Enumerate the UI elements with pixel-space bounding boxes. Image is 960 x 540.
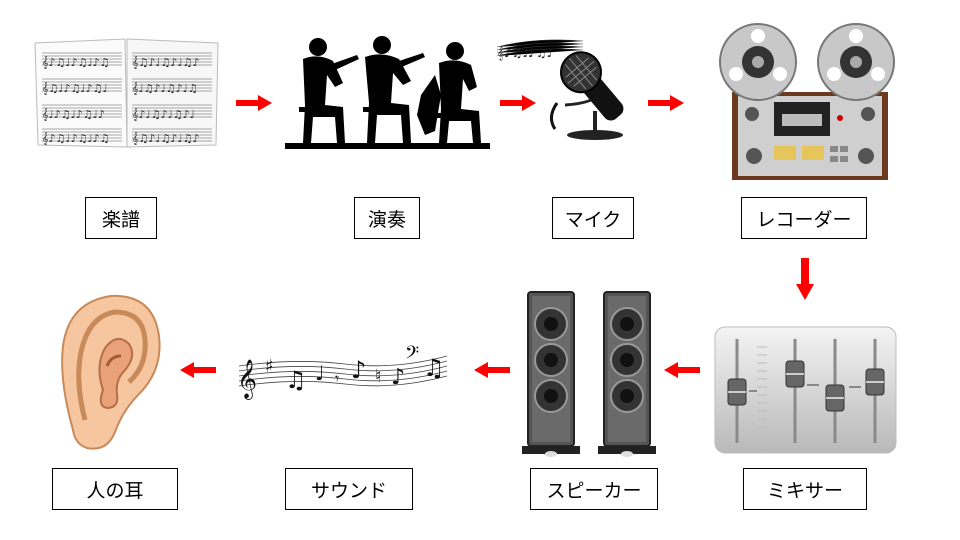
arrow-sound-to-ear	[180, 362, 216, 378]
svg-text:♯: ♯	[265, 356, 274, 377]
microphone-icon: 𝄞♪♫♩♪♫♩	[496, 39, 624, 140]
arrow-mixer-to-speaker	[664, 362, 700, 378]
svg-text:♫: ♫	[285, 366, 307, 394]
music-notes-icon: 𝄞 ♯ ♫ ♩ 𝄾 ♪ ♮ ♪ 𝄢 ♫	[237, 343, 448, 400]
svg-text:♫: ♫	[423, 354, 445, 382]
reel-to-reel-recorder-icon	[719, 23, 895, 180]
label-ear: 人の耳	[52, 468, 178, 510]
label-score: 楽譜	[85, 197, 157, 239]
mixer-faders-icon	[714, 326, 897, 454]
svg-text:𝄞♫♩♪♫♩♪♫♩: 𝄞♫♩♪♫♩♪♫♩	[42, 82, 108, 95]
svg-text:𝄞♪♩♫♪♩♫♪♩: 𝄞♪♩♫♪♩♫♪♩	[132, 108, 195, 121]
arrow-mic-to-recorder	[648, 95, 684, 111]
svg-text:𝄞♪♫♩♪♫♩♪♫: 𝄞♪♫♩♪♫♩♪♫	[42, 132, 110, 145]
svg-text:𝄞♫♪♩♫♪♩♫♪: 𝄞♫♪♩♫♪♩♫♪	[132, 56, 200, 69]
label-mic: マイク	[552, 197, 634, 239]
label-recorder: レコーダー	[741, 197, 867, 239]
svg-text:♮: ♮	[375, 366, 381, 387]
svg-text:♪: ♪	[351, 356, 366, 384]
svg-text:𝄢: 𝄢	[405, 343, 419, 368]
sheet-music-icon: 𝄞♪♫♩♪♫♩♪♫ 𝄞♫♩♪♫♩♪♫♩ 𝄞♩♪♫♩♪♫♩♪ 𝄞♪♫♩♪♫♩♪♫ 𝄞♫…	[34, 38, 219, 148]
label-sound: サウンド	[285, 468, 413, 510]
svg-text:♩: ♩	[315, 361, 324, 385]
label-performance: 演奏	[354, 197, 420, 239]
svg-text:𝄞: 𝄞	[237, 359, 257, 400]
svg-text:𝄞♪♫♩♪♫♩: 𝄞♪♫♩♪♫♩	[497, 46, 552, 60]
arrow-score-to-performance	[236, 95, 272, 111]
svg-text:𝄞♪♫♩♪♫♩♪♫: 𝄞♪♫♩♪♫♩♪♫	[42, 56, 110, 69]
string-trio-silhouette-icon	[285, 36, 490, 149]
svg-text:𝄞♩♪♫♩♪♫♩♪: 𝄞♩♪♫♩♪♫♩♪	[42, 108, 105, 121]
svg-text:𝄾: 𝄾	[335, 369, 339, 388]
svg-text:𝄞♫♪♩♫♪♩♫♪: 𝄞♫♪♩♫♪♩♫♪	[132, 132, 200, 145]
svg-text:♪: ♪	[391, 365, 405, 390]
arrow-performance-to-mic	[500, 95, 536, 111]
label-mixer: ミキサー	[743, 468, 867, 510]
arrow-speaker-to-sound	[474, 362, 510, 378]
label-speaker: スピーカー	[530, 468, 658, 510]
arrow-recorder-to-mixer	[796, 258, 814, 300]
tower-speakers-icon	[522, 291, 656, 457]
ear-icon	[61, 294, 161, 450]
svg-text:𝄞♩♫♪♩♫♪♩♫: 𝄞♩♫♪♩♫♪♩♫	[132, 82, 198, 95]
